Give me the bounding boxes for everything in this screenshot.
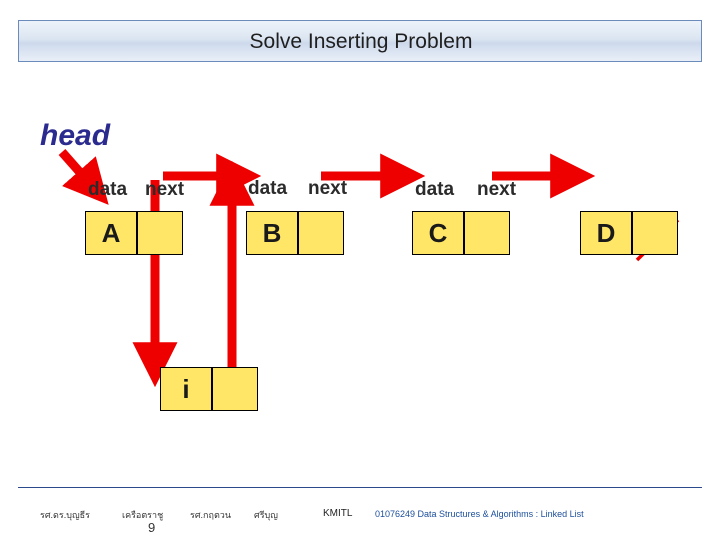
node-a-next-cell — [137, 211, 183, 255]
node-d: D — [580, 211, 678, 255]
node-b-data-header: data — [248, 178, 288, 199]
node-c-data-header: data — [415, 179, 455, 200]
node-a: A — [85, 211, 183, 255]
footer-institution: KMITL — [323, 508, 353, 519]
node-i-next-cell — [212, 367, 258, 411]
arrows-layer — [58, 149, 680, 392]
footer-divider — [18, 487, 702, 488]
slide-title-bar: Solve Inserting Problem — [18, 20, 702, 62]
footer-course: 01076249 Data Structures & Algorithms : … — [375, 509, 584, 519]
footer-author-4: ศรีบุญ — [254, 510, 278, 520]
node-b-data-cell: B — [246, 211, 298, 255]
head-pointer-label: head — [40, 119, 111, 152]
node-c-next-cell — [464, 211, 510, 255]
node-a-data-header: data — [88, 179, 128, 200]
node-b-next-header: next — [308, 178, 348, 199]
node-b-next-cell — [298, 211, 344, 255]
node-b: B — [246, 211, 344, 255]
page-number: 9 — [148, 520, 156, 535]
linked-list-diagram: head data next data next data next A B C… — [0, 62, 720, 472]
node-a-data-cell: A — [85, 211, 137, 255]
arrow-head-to-a — [58, 149, 109, 205]
footer-author-2: เครือตราชู — [122, 510, 164, 520]
node-d-next-cell — [632, 211, 678, 255]
node-i-data-cell: i — [160, 367, 212, 411]
footer-author-1: รศ.ดร.บุญธีร — [40, 510, 90, 520]
node-a-next-header: next — [145, 179, 185, 200]
node-i: i — [160, 367, 258, 411]
node-c-next-header: next — [477, 179, 517, 200]
node-d-data-cell: D — [580, 211, 632, 255]
page-title: Solve Inserting Problem — [249, 30, 473, 53]
footer-author-3: รศ.กฤตวน — [190, 510, 231, 520]
slide-footer: รศ.ดร.บุญธีร เครือตราชู รศ.กฤตวน ศรีบุญ … — [18, 498, 702, 538]
node-c-data-cell: C — [412, 211, 464, 255]
node-c: C — [412, 211, 510, 255]
